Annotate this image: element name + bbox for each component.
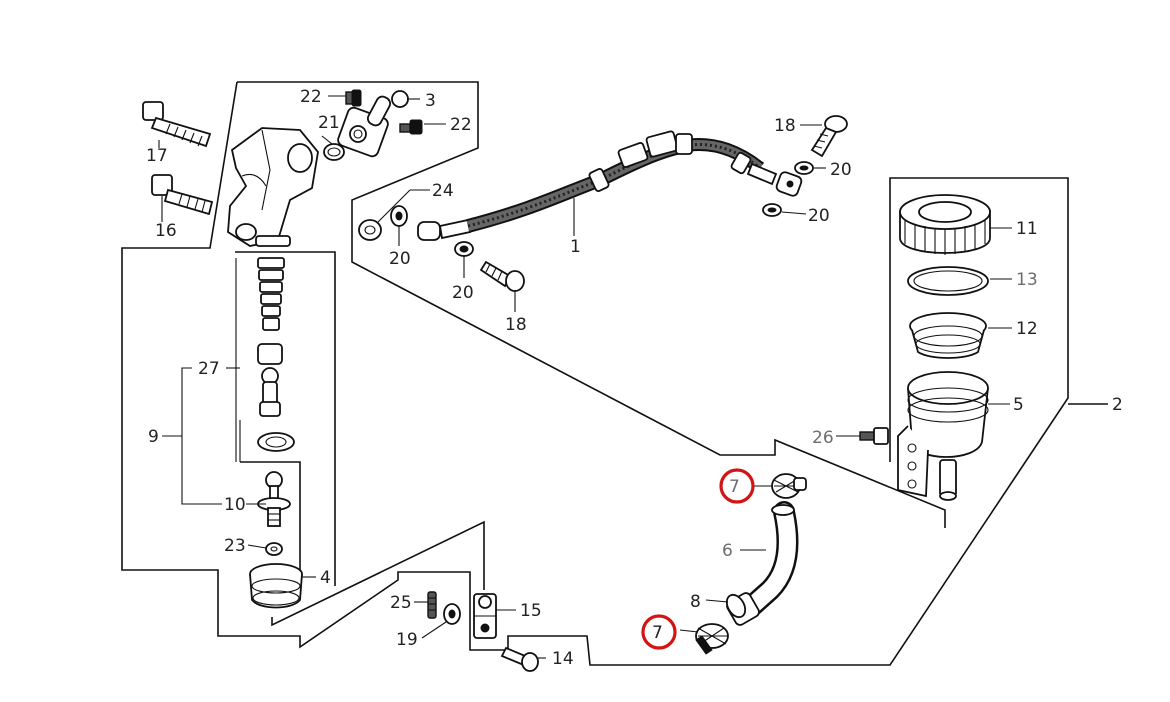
callout-24: 24 (432, 181, 454, 201)
washer-20-b[interactable] (454, 241, 474, 257)
callout-12: 12 (1016, 319, 1038, 339)
callout-20-d: 20 (808, 206, 830, 226)
diaphragm-12[interactable] (909, 312, 987, 359)
callout-7-lower: 7 (652, 623, 663, 643)
callout-10: 10 (224, 495, 246, 515)
boot-4[interactable] (249, 563, 303, 609)
reservoir-cap-11[interactable] (899, 194, 991, 255)
callout-6: 6 (722, 541, 733, 561)
callout-labels: 22 3 21 22 17 16 24 20 20 1 18 20 20 18 … (146, 87, 1123, 669)
piston-parts[interactable] (257, 343, 283, 417)
callout-1: 1 (570, 237, 581, 257)
clip-7-lower[interactable] (695, 623, 729, 655)
callout-19: 19 (396, 630, 418, 650)
callout-20-c: 20 (830, 160, 852, 180)
callout-11: 11 (1016, 219, 1038, 239)
callout-16: 16 (155, 221, 177, 241)
highlight-marks (641, 468, 755, 650)
joint-15[interactable] (473, 593, 497, 639)
bolt-24[interactable] (358, 219, 382, 241)
screw-22-top[interactable] (345, 89, 362, 107)
collar-8[interactable] (723, 591, 761, 627)
callout-15: 15 (520, 601, 542, 621)
o-ring-21[interactable] (323, 143, 345, 161)
bolt-18-top[interactable] (810, 115, 848, 158)
callout-26: 26 (812, 428, 834, 448)
washer-20-c[interactable] (794, 161, 814, 175)
highlight-circle-7-lower (641, 614, 677, 650)
callout-21: 21 (318, 113, 340, 133)
pushrod-10[interactable] (257, 471, 291, 527)
washer-20-d[interactable] (762, 203, 782, 217)
washer-19[interactable] (443, 603, 461, 625)
nut-23[interactable] (265, 542, 283, 556)
cup-seal[interactable] (257, 432, 295, 452)
master-cylinder-body[interactable] (227, 127, 319, 247)
highlight-circle-7-upper (719, 468, 755, 504)
bolt-18-bottom[interactable] (479, 260, 525, 292)
pushrod-spring[interactable] (257, 257, 285, 331)
brake-hose-1[interactable] (417, 130, 803, 241)
hose-6[interactable] (741, 501, 799, 617)
callout-22-right: 22 (450, 115, 472, 135)
leader-lines (158, 95, 1012, 659)
callout-18-top: 18 (774, 116, 796, 136)
callout-20-b: 20 (452, 283, 474, 303)
bolt-16[interactable] (151, 174, 214, 216)
callout-4: 4 (320, 568, 331, 588)
bolt-26[interactable] (859, 427, 889, 445)
callout-14: 14 (552, 649, 574, 669)
callout-27: 27 (198, 359, 220, 379)
callout-7-upper: 7 (729, 477, 740, 497)
callout-18-bottom: 18 (505, 315, 527, 335)
callout-8: 8 (690, 592, 701, 612)
reservoir-5[interactable] (897, 371, 989, 501)
callout-5: 5 (1013, 395, 1024, 415)
washer-20-a[interactable] (390, 205, 408, 227)
callout-3: 3 (425, 91, 436, 111)
pin-14[interactable] (500, 646, 539, 672)
screw-22-right[interactable] (399, 119, 423, 135)
callout-9: 9 (148, 427, 159, 447)
assembly-outlines (121, 81, 1108, 666)
callout-13: 13 (1016, 270, 1038, 290)
spring-25[interactable] (427, 591, 437, 619)
clip-7-upper[interactable] (771, 473, 807, 499)
callout-20-a: 20 (389, 249, 411, 269)
callout-25: 25 (390, 593, 412, 613)
joint-3[interactable] (336, 90, 409, 158)
bolt-17[interactable] (142, 101, 212, 148)
callout-17: 17 (146, 146, 168, 166)
callout-2: 2 (1112, 395, 1123, 415)
callout-22-top: 22 (300, 87, 322, 107)
plate-13[interactable] (907, 266, 989, 296)
callout-23: 23 (224, 536, 246, 556)
